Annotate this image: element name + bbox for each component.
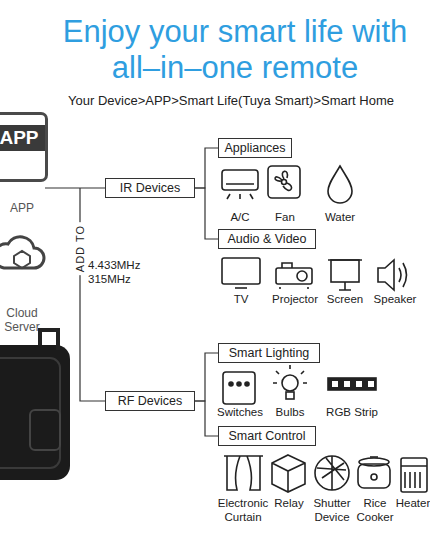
speaker-icon: [378, 260, 407, 290]
node-text: Smart Control: [228, 429, 305, 443]
app-tablet: APP: [0, 112, 48, 182]
category-box: Audio & Video: [218, 229, 316, 249]
heater-icon: [401, 458, 427, 492]
node-text: Smart Lighting: [229, 346, 310, 360]
icon-caption: Heater: [394, 497, 430, 511]
projector-icon: [276, 263, 312, 289]
node-text: IR Devices: [120, 181, 180, 195]
fan-icon: [268, 166, 300, 198]
device-type-box: IR Devices: [105, 178, 195, 198]
icon-caption: Relay: [271, 497, 307, 511]
rgb-strip-icon: [328, 378, 376, 390]
node-text: Audio & Video: [228, 232, 307, 246]
water-icon: [328, 166, 352, 203]
icon-caption: Speaker: [368, 293, 422, 307]
relay-icon: [272, 455, 305, 492]
node-text: RF Devices: [118, 394, 183, 408]
tree-connector: [195, 401, 218, 436]
tree-connector: [195, 353, 218, 401]
icon-caption: Electronic Curtain: [213, 497, 273, 525]
icon-caption: Screen: [323, 293, 367, 307]
icon-caption: Projector: [268, 293, 322, 307]
icon-caption: Water: [318, 211, 362, 225]
device-type-box: RF Devices: [105, 391, 195, 411]
tree-connector: [195, 188, 218, 239]
cloud-icon: [0, 237, 44, 268]
icon-caption: TV: [221, 293, 261, 307]
rice-cooker-icon: [358, 457, 390, 488]
node-text: Appliances: [224, 141, 285, 155]
bulb-icon: [273, 365, 307, 399]
vertical-label: ADD TO: [74, 222, 86, 275]
frequency-label: 4.433MHz 315MHz: [88, 259, 146, 287]
category-box: Smart Control: [218, 426, 316, 446]
icon-caption: Shutter Device: [310, 497, 355, 525]
icon-caption: APP: [2, 201, 42, 215]
icon-caption: RGB Strip: [322, 406, 382, 420]
category-box: Appliances: [218, 138, 292, 158]
shutter-icon: [315, 456, 349, 490]
tv-icon: [222, 258, 260, 288]
icon-caption: Fan: [265, 211, 305, 225]
node-text: APP: [0, 125, 45, 151]
switch-icon: [223, 372, 255, 404]
title: Enjoy your smart life with all–in–one re…: [50, 14, 420, 86]
icon-caption: Cloud Server: [0, 306, 44, 335]
ac-icon: [222, 170, 258, 199]
icon-caption: A/C: [220, 211, 260, 225]
category-box: Smart Lighting: [218, 343, 320, 363]
icon-caption: Rice Cooker: [353, 497, 398, 525]
remote-device: [0, 330, 70, 480]
subtitle: Your Device>APP>Smart Life(Tuya Smart)>S…: [21, 93, 430, 109]
curtain-icon: [224, 456, 263, 490]
icon-caption: Switches: [214, 406, 266, 420]
screen-icon: [328, 260, 362, 290]
tree-connector: [195, 148, 218, 188]
icon-caption: Bulbs: [270, 406, 310, 420]
